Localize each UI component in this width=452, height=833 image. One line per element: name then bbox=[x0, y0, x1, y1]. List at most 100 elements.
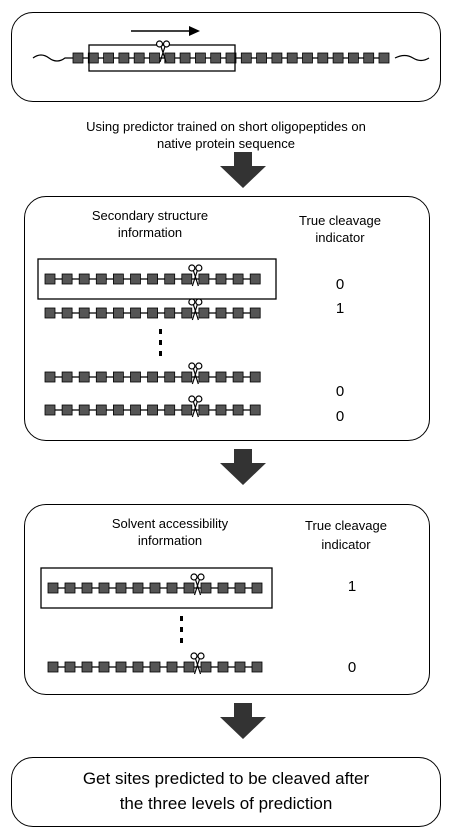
residue bbox=[215, 273, 227, 285]
vertical-ellipsis bbox=[180, 616, 183, 643]
residue bbox=[47, 661, 59, 673]
down-arrow-1 bbox=[220, 152, 266, 188]
oligo-window-box bbox=[37, 258, 277, 300]
residue bbox=[95, 273, 107, 285]
native-chain-left-tail bbox=[32, 54, 73, 62]
residue bbox=[81, 661, 93, 673]
residue bbox=[183, 582, 195, 594]
residue bbox=[302, 52, 313, 64]
residue bbox=[95, 404, 107, 416]
secondary-structure-panel bbox=[24, 196, 430, 441]
down-arrow-3 bbox=[220, 703, 266, 739]
residue bbox=[95, 371, 107, 383]
result-line-2: the three levels of prediction bbox=[119, 794, 333, 813]
result-panel bbox=[11, 757, 441, 827]
residue bbox=[115, 661, 127, 673]
solvent-header-left-line-1: Solvent accessibility bbox=[111, 516, 229, 531]
residue bbox=[98, 661, 110, 673]
residue bbox=[130, 404, 141, 416]
indicator-value: 1 bbox=[335, 300, 345, 317]
residue bbox=[44, 404, 56, 416]
residue bbox=[232, 371, 244, 383]
sliding-direction-arrowhead bbox=[189, 26, 200, 36]
indicator-value: 0 bbox=[335, 276, 345, 293]
residue bbox=[133, 52, 145, 64]
residue bbox=[118, 52, 130, 64]
secondary-header-left-line-2: information bbox=[117, 225, 183, 240]
residue bbox=[249, 404, 261, 416]
residue bbox=[166, 661, 178, 673]
residue bbox=[44, 273, 56, 285]
secondary-header-right-line-2: indicator bbox=[315, 230, 365, 245]
residue bbox=[44, 307, 56, 319]
residue bbox=[147, 371, 159, 383]
native-chain-right-tail bbox=[394, 54, 430, 62]
residue bbox=[147, 273, 159, 285]
residue bbox=[217, 661, 229, 673]
residue bbox=[164, 307, 176, 319]
residue bbox=[81, 582, 93, 594]
residue bbox=[132, 582, 144, 594]
residue bbox=[130, 307, 141, 319]
residue bbox=[198, 273, 210, 285]
residue bbox=[225, 52, 237, 64]
residue bbox=[198, 371, 210, 383]
residue bbox=[215, 404, 227, 416]
residue bbox=[113, 307, 124, 319]
residue bbox=[149, 661, 161, 673]
residue bbox=[113, 404, 124, 416]
residue bbox=[234, 661, 246, 673]
residue bbox=[249, 371, 261, 383]
step-note-line-1: Using predictor trained on short oligope… bbox=[86, 119, 366, 134]
residue bbox=[164, 273, 176, 285]
residue bbox=[217, 582, 229, 594]
residue bbox=[240, 52, 252, 64]
residue bbox=[249, 307, 261, 319]
residue bbox=[256, 52, 268, 64]
residue bbox=[232, 307, 244, 319]
solvent-header-right-line-2: indicator bbox=[321, 537, 371, 552]
residue bbox=[61, 273, 73, 285]
solvent-header-left-line-2: information bbox=[137, 533, 203, 548]
residue bbox=[164, 404, 176, 416]
residue bbox=[78, 273, 90, 285]
vertical-ellipsis bbox=[159, 329, 162, 356]
residue bbox=[363, 52, 375, 64]
residue bbox=[378, 52, 390, 64]
residue bbox=[210, 52, 222, 64]
residue bbox=[286, 52, 298, 64]
residue bbox=[149, 52, 160, 64]
residue bbox=[251, 582, 263, 594]
residue bbox=[78, 371, 90, 383]
residue bbox=[115, 582, 127, 594]
residue bbox=[98, 582, 110, 594]
residue bbox=[44, 371, 56, 383]
residue bbox=[249, 273, 261, 285]
residue bbox=[61, 371, 73, 383]
residue bbox=[87, 52, 99, 64]
residue bbox=[181, 371, 193, 383]
result-line-1: Get sites predicted to be cleaved after bbox=[82, 769, 370, 788]
secondary-header-left-line-1: Secondary structure bbox=[91, 208, 209, 223]
solvent-header-right-line-1: True cleavage bbox=[305, 518, 387, 533]
residue bbox=[147, 404, 159, 416]
residue bbox=[181, 307, 193, 319]
residue bbox=[198, 404, 210, 416]
residue bbox=[183, 661, 195, 673]
residue bbox=[200, 582, 212, 594]
residue bbox=[61, 404, 73, 416]
residue bbox=[215, 307, 227, 319]
indicator-value: 0 bbox=[335, 383, 345, 400]
residue bbox=[232, 273, 244, 285]
residue bbox=[113, 273, 124, 285]
residue bbox=[234, 582, 246, 594]
residue bbox=[61, 307, 73, 319]
residue bbox=[347, 52, 359, 64]
residue bbox=[64, 661, 76, 673]
step-note-line-2: native protein sequence bbox=[156, 136, 296, 151]
solvent-accessibility-chains bbox=[47, 573, 263, 675]
native-protein-chain bbox=[72, 52, 390, 64]
residue bbox=[130, 273, 141, 285]
residue bbox=[103, 52, 114, 64]
